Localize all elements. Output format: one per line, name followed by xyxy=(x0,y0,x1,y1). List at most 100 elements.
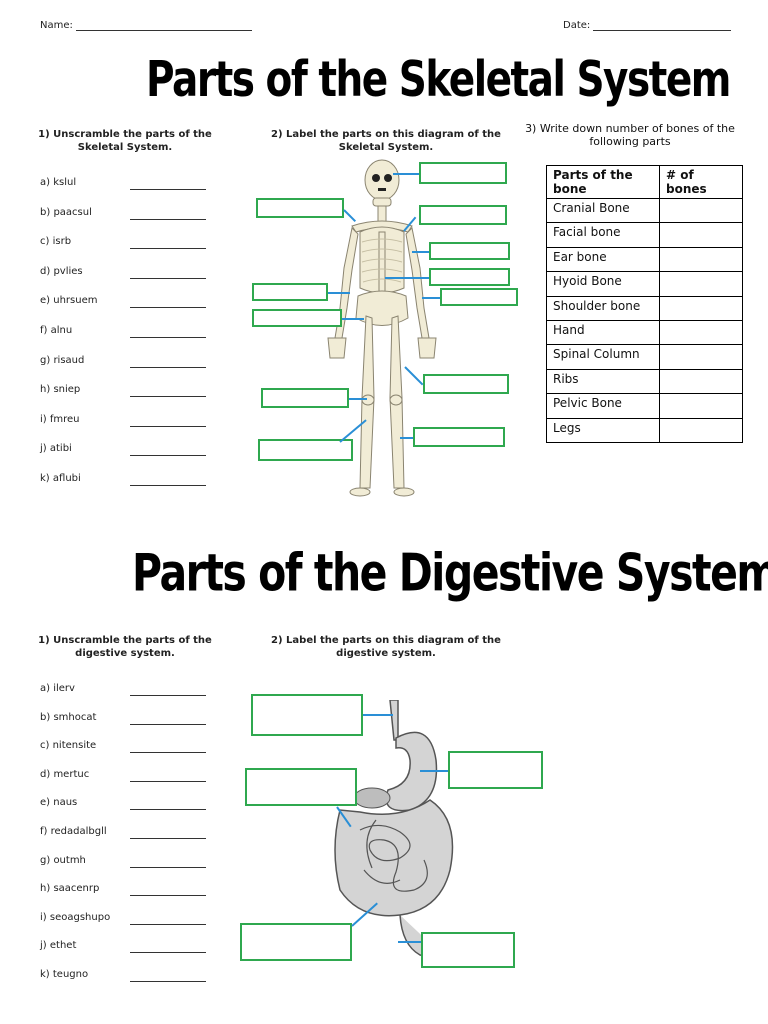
answer-line[interactable] xyxy=(130,752,206,754)
answer-line[interactable] xyxy=(130,218,206,220)
skeletal-q1-heading: 1) Unscramble the parts of the Skeletal … xyxy=(38,129,212,153)
skeletal-label-box-3[interactable] xyxy=(419,205,507,225)
scrambled-word: pvlies xyxy=(53,265,83,277)
date-label: Date: xyxy=(563,20,591,31)
item-letter: h) xyxy=(40,883,51,895)
skeletal-q3-heading: 3) Write down number of bones of the fol… xyxy=(525,122,735,148)
digestive-label-box-5[interactable] xyxy=(421,932,515,968)
answer-line[interactable] xyxy=(130,396,206,398)
bones-table-row: Shoulder bone xyxy=(546,295,743,321)
skeletal-label-box-12[interactable] xyxy=(258,439,353,461)
scrambled-word: risaud xyxy=(53,354,85,366)
bones-table-row: Pelvic Bone xyxy=(546,393,743,419)
skeletal-label-box-1[interactable] xyxy=(419,162,507,184)
answer-line[interactable] xyxy=(130,248,206,250)
pointer-line xyxy=(422,297,440,299)
item-letter: a) xyxy=(40,683,51,694)
bone-count-cell[interactable] xyxy=(659,417,743,443)
skeleton-diagram xyxy=(327,159,437,497)
answer-line[interactable] xyxy=(130,485,206,486)
skeletal-scramble-item: g) risaud xyxy=(40,355,84,366)
digestive-scramble-item: i) seoagshupo xyxy=(40,912,110,923)
right-arm-shape xyxy=(405,226,430,339)
answer-line[interactable] xyxy=(130,780,206,782)
item-letter: e) xyxy=(40,797,51,809)
pointer-line xyxy=(385,277,429,279)
bone-part-cell: Legs xyxy=(546,417,660,443)
bone-count-cell[interactable] xyxy=(659,344,743,370)
esophagus-shape xyxy=(389,700,399,741)
answer-line[interactable] xyxy=(130,307,206,309)
scrambled-word: redadalbgll xyxy=(50,826,107,837)
answer-line[interactable] xyxy=(130,866,206,868)
bones-table-row: Ribs xyxy=(546,368,743,395)
bone-part-cell: Shoulder bone xyxy=(546,295,660,321)
digestive-scramble-item: c) nitensite xyxy=(40,740,96,751)
skeletal-label-box-4[interactable] xyxy=(429,242,510,260)
skeletal-label-box-9[interactable] xyxy=(423,374,509,394)
answer-line[interactable] xyxy=(130,981,206,982)
skeletal-label-box-7[interactable] xyxy=(440,288,518,306)
answer-line[interactable] xyxy=(130,723,206,725)
scrambled-word: ilerv xyxy=(53,683,75,694)
pointer-line xyxy=(398,941,421,943)
scrambled-word: kslul xyxy=(53,177,77,188)
bone-count-cell[interactable] xyxy=(659,271,743,297)
bone-count-cell[interactable] xyxy=(659,222,743,248)
skeletal-scramble-item: i) fmreu xyxy=(40,414,80,425)
skeletal-label-box-8[interactable] xyxy=(252,309,342,327)
answer-line[interactable] xyxy=(130,809,206,811)
answer-line[interactable] xyxy=(130,277,206,279)
skeletal-label-box-11[interactable] xyxy=(413,427,505,447)
item-letter: a) xyxy=(40,177,51,188)
skeletal-label-box-6[interactable] xyxy=(252,283,328,301)
skeletal-label-box-10[interactable] xyxy=(261,388,349,408)
bones-table-row: Hand xyxy=(546,319,743,346)
scrambled-word: alnu xyxy=(50,325,73,336)
digestive-q1-heading: 1) Unscramble the parts of the digestive… xyxy=(38,635,212,659)
answer-line[interactable] xyxy=(130,838,206,839)
date-field[interactable]: Date: xyxy=(563,20,732,31)
date-line xyxy=(593,30,732,31)
bone-count-cell[interactable] xyxy=(659,246,743,273)
answer-line[interactable] xyxy=(130,455,206,457)
bone-count-cell[interactable] xyxy=(659,295,743,321)
skeletal-label-box-2[interactable] xyxy=(256,198,344,218)
item-letter: c) xyxy=(40,740,50,752)
skeletal-label-box-5[interactable] xyxy=(429,268,510,286)
digestive-label-box-2[interactable] xyxy=(448,751,543,789)
bone-count-cell[interactable] xyxy=(659,319,743,346)
bone-part-cell: Facial bone xyxy=(546,222,660,248)
skeletal-scramble-item: f) alnu xyxy=(40,325,72,336)
item-letter: f) xyxy=(40,826,48,837)
skeletal-scramble-item: d) pvlies xyxy=(40,266,83,277)
scrambled-word: outmh xyxy=(53,854,86,866)
answer-line[interactable] xyxy=(130,189,206,190)
skeletal-scramble-item: e) uhrsuem xyxy=(40,295,97,306)
bones-table-row: Hyoid Bone xyxy=(546,271,743,297)
pointer-line xyxy=(420,770,448,772)
item-letter: d) xyxy=(40,265,51,277)
bone-count-cell[interactable] xyxy=(659,197,743,224)
answer-line[interactable] xyxy=(130,895,206,897)
digestive-label-box-1[interactable] xyxy=(251,694,363,736)
digestive-diagram xyxy=(334,700,454,957)
skeletal-scramble-item: j) atibi xyxy=(40,443,72,454)
digestive-label-box-3[interactable] xyxy=(245,768,357,806)
answer-line[interactable] xyxy=(130,366,206,368)
bone-count-cell[interactable] xyxy=(659,368,743,395)
item-letter: c) xyxy=(40,236,50,248)
bone-part-cell: Pelvic Bone xyxy=(546,393,660,419)
item-letter: e) xyxy=(40,295,51,307)
name-field[interactable]: Name: xyxy=(40,20,253,31)
answer-line[interactable] xyxy=(130,923,206,925)
answer-line[interactable] xyxy=(130,337,206,338)
digestive-title: Parts of the Digestive System xyxy=(132,543,768,603)
answer-line[interactable] xyxy=(130,425,206,427)
answer-line[interactable] xyxy=(130,952,206,954)
answer-line[interactable] xyxy=(130,695,206,696)
item-letter: j) xyxy=(40,443,47,455)
skeletal-scramble-item: a) kslul xyxy=(40,177,76,188)
digestive-label-box-4[interactable] xyxy=(240,923,352,961)
bone-count-cell[interactable] xyxy=(659,393,743,419)
